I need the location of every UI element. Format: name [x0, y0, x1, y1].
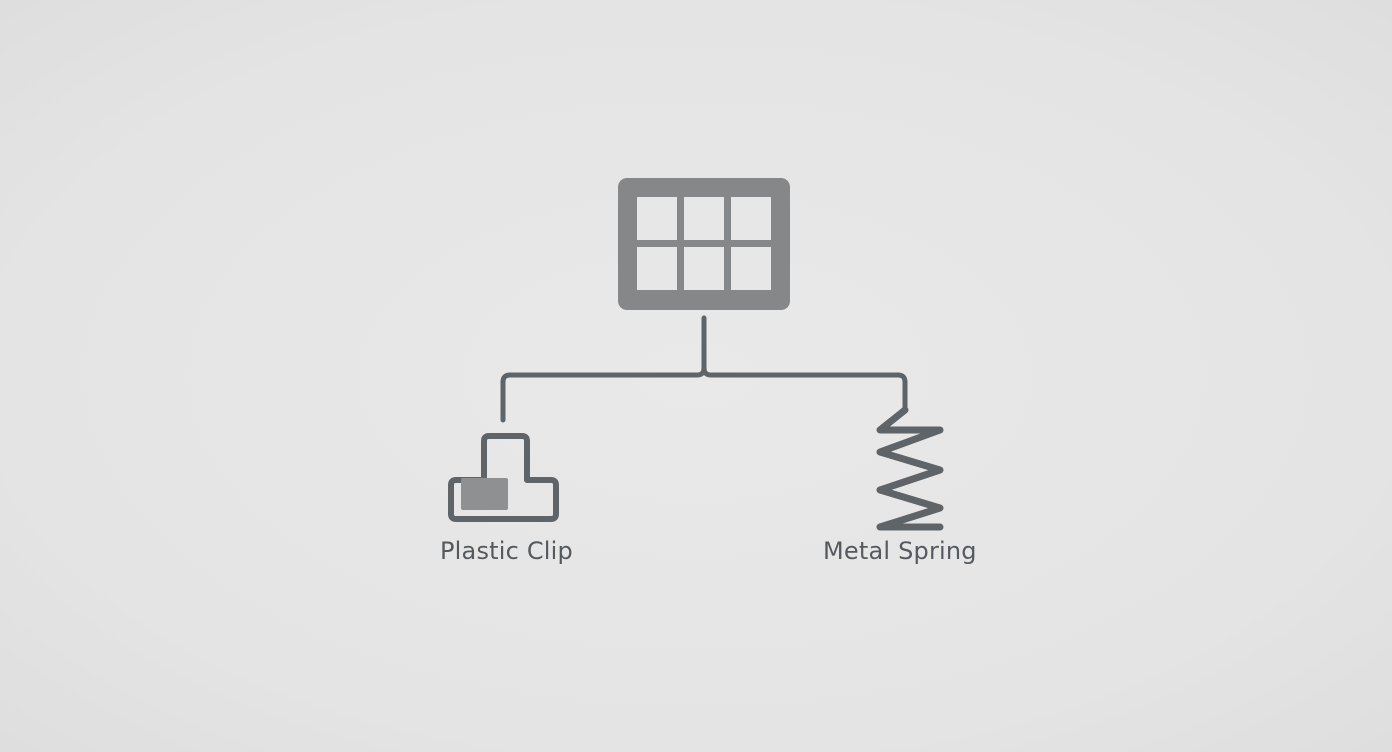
plastic-clip-icon: [448, 433, 559, 522]
grid-panel-icon: [618, 178, 790, 310]
connector-to-spring: [701, 365, 908, 413]
metal-spring-icon: [876, 406, 944, 531]
node-label-plastic-clip: Plastic Clip: [440, 537, 573, 565]
connector-to-clip: [500, 365, 707, 423]
node-label-metal-spring: Metal Spring: [823, 537, 977, 565]
connector-lines: [500, 315, 908, 423]
